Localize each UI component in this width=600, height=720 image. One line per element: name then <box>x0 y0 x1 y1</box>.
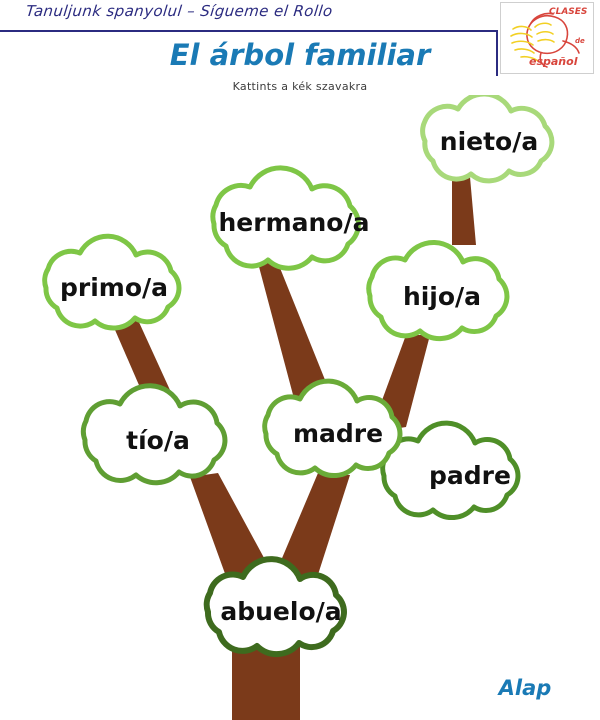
cloud-shape-padre <box>380 420 521 521</box>
cloud-shape-madre <box>262 378 403 479</box>
cloud-label-madre: madre <box>293 419 383 448</box>
cloud-node-nieto[interactable]: nieto/a <box>420 95 555 184</box>
cloud-node-hermano[interactable]: hermano/a <box>210 165 370 271</box>
header-rule-horizontal <box>0 30 498 32</box>
logo-text-clases: CLASES <box>549 7 587 17</box>
logo-text-de: de <box>575 37 585 45</box>
cloud-nodes: nieto/a hermano/a primo/a hijo/a tío/a <box>42 95 555 658</box>
footer-link-alap[interactable]: Alap <box>498 676 552 700</box>
cloud-node-primo[interactable]: primo/a <box>42 233 182 331</box>
page-subtitle: Kattints a kék szavakra <box>232 80 368 93</box>
page-title: El árbol familiar <box>169 38 431 72</box>
branch-hijo-nieto <box>452 177 476 245</box>
cloud-shape-hijo <box>366 240 510 342</box>
cloud-shape-primo <box>42 233 182 331</box>
cloud-node-padre[interactable]: padre <box>380 420 521 521</box>
hand-sketch-icon: CLASES de español <box>510 7 587 68</box>
family-tree-diagram: nieto/a hermano/a primo/a hijo/a tío/a <box>0 95 600 720</box>
brand-logo[interactable]: CLASES de español <box>500 2 594 74</box>
logo-text-espanol: español <box>529 55 578 68</box>
cloud-shape-hermano <box>210 165 361 271</box>
cloud-node-hijo[interactable]: hijo/a <box>366 240 510 342</box>
header-rule-vertical <box>496 30 498 76</box>
cloud-shape-abuelo <box>203 556 347 658</box>
cloud-node-abuelo[interactable]: abuelo/a <box>203 556 347 658</box>
cloud-label-tio: tío/a <box>126 426 190 455</box>
cloud-label-padre: padre <box>429 461 511 490</box>
cloud-shape-nieto <box>420 95 555 184</box>
cloud-label-nieto: nieto/a <box>440 127 538 156</box>
cloud-shape-tio <box>80 383 228 486</box>
site-header: Tanuljunk spanyolul – Sígueme el Rollo <box>0 0 600 80</box>
cloud-label-abuelo: abuelo/a <box>220 597 341 626</box>
cloud-label-hermano: hermano/a <box>219 208 370 237</box>
cloud-label-hijo: hijo/a <box>403 282 481 311</box>
cloud-node-madre[interactable]: madre <box>262 378 403 479</box>
cloud-node-tio[interactable]: tío/a <box>80 383 228 486</box>
header-script-title: Tanuljunk spanyolul – Sígueme el Rollo <box>25 2 334 20</box>
cloud-label-primo: primo/a <box>60 273 168 302</box>
